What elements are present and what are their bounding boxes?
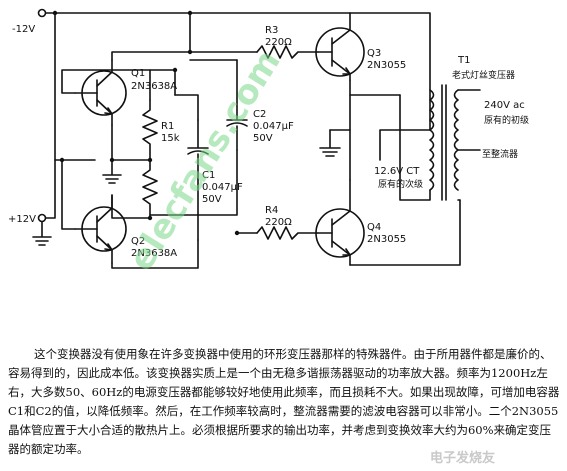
c2-capacitor <box>226 59 248 151</box>
q2-transistor <box>74 194 127 264</box>
t1-transformer <box>429 84 459 201</box>
ct-voltage-label: 12.6V CT <box>374 166 420 177</box>
caption-text: 这个变换器没有使用象在许多变换器中使用的环形变压器那样的特殊器件。由于所用器件都… <box>8 347 560 456</box>
ground-center <box>319 129 341 157</box>
t1-ref-label: T1 <box>457 55 470 66</box>
r1-value-label: 15k <box>161 133 180 144</box>
q1-q2-left-link <box>54 12 96 161</box>
q4-part-label: 2N3055 <box>367 234 406 245</box>
r1-resistor <box>142 99 158 161</box>
c1-ref-label: C1 <box>202 170 215 181</box>
out-dest-label: 至整流器 <box>482 148 518 160</box>
footer-watermark: 电子发烧友 <box>430 451 496 466</box>
neg-supply-label: -12V <box>12 24 35 35</box>
c1-voltage-label: 50V <box>202 194 222 205</box>
c2-voltage-label: 50V <box>253 133 273 144</box>
neg-supply-terminal <box>37 8 47 18</box>
pos-supply-terminal <box>37 213 47 223</box>
q2-emitter-wire <box>111 239 199 269</box>
q1-collector-wire <box>111 12 191 61</box>
q1-ref-label: Q1 <box>131 68 145 79</box>
out-desc-label: 原有的初级 <box>484 114 529 126</box>
r4-ref-label: R4 <box>265 205 278 216</box>
q3-ref-label: Q3 <box>367 48 381 59</box>
q2-ref-label: Q2 <box>131 236 145 247</box>
c2-ref-label: C2 <box>253 109 266 120</box>
q4-ref-label: Q4 <box>367 222 381 233</box>
c1-capacitor <box>187 119 209 241</box>
r3-value-label: 220Ω <box>265 37 292 48</box>
t1-desc-label: 老式灯丝变压器 <box>452 69 515 81</box>
q3-transistor <box>315 12 365 81</box>
q2-base-wire <box>61 159 76 230</box>
q1-emitter-wire <box>111 124 151 161</box>
q3-emitter-wire <box>349 79 401 96</box>
q1-base-wire <box>61 69 176 96</box>
r4-resistor <box>256 226 319 240</box>
ground-pos-supply <box>32 221 52 246</box>
q2-collector-wire <box>111 194 151 219</box>
pos-supply-label: +12V <box>8 214 36 225</box>
q1-transistor <box>74 59 127 126</box>
ground-q1 <box>102 159 122 184</box>
ct-desc-label: 原有的次级 <box>378 178 423 190</box>
c1-value-label: 0.047μF <box>202 182 243 193</box>
out-voltage-label: 240V ac <box>484 100 525 111</box>
q4-transistor <box>315 179 365 266</box>
q1-part-label: 2N3638A <box>131 81 177 92</box>
r3-ref-label: R3 <box>265 25 278 36</box>
r2-resistor <box>142 159 158 219</box>
q2-part-label: 2N3638A <box>131 248 177 259</box>
q3-part-label: 2N3055 <box>367 60 406 71</box>
q4-emitter-wire <box>349 199 461 266</box>
r1-ref-label: R1 <box>161 121 174 132</box>
c2-value-label: 0.047μF <box>253 121 294 132</box>
r3-resistor <box>256 45 319 59</box>
r4-value-label: 220Ω <box>265 217 292 228</box>
neg-supply-rail <box>45 12 431 131</box>
circuit-schematic: -12V +12V Q1 2N3638A Q2 2N3638A R1 15k C… <box>8 8 529 278</box>
